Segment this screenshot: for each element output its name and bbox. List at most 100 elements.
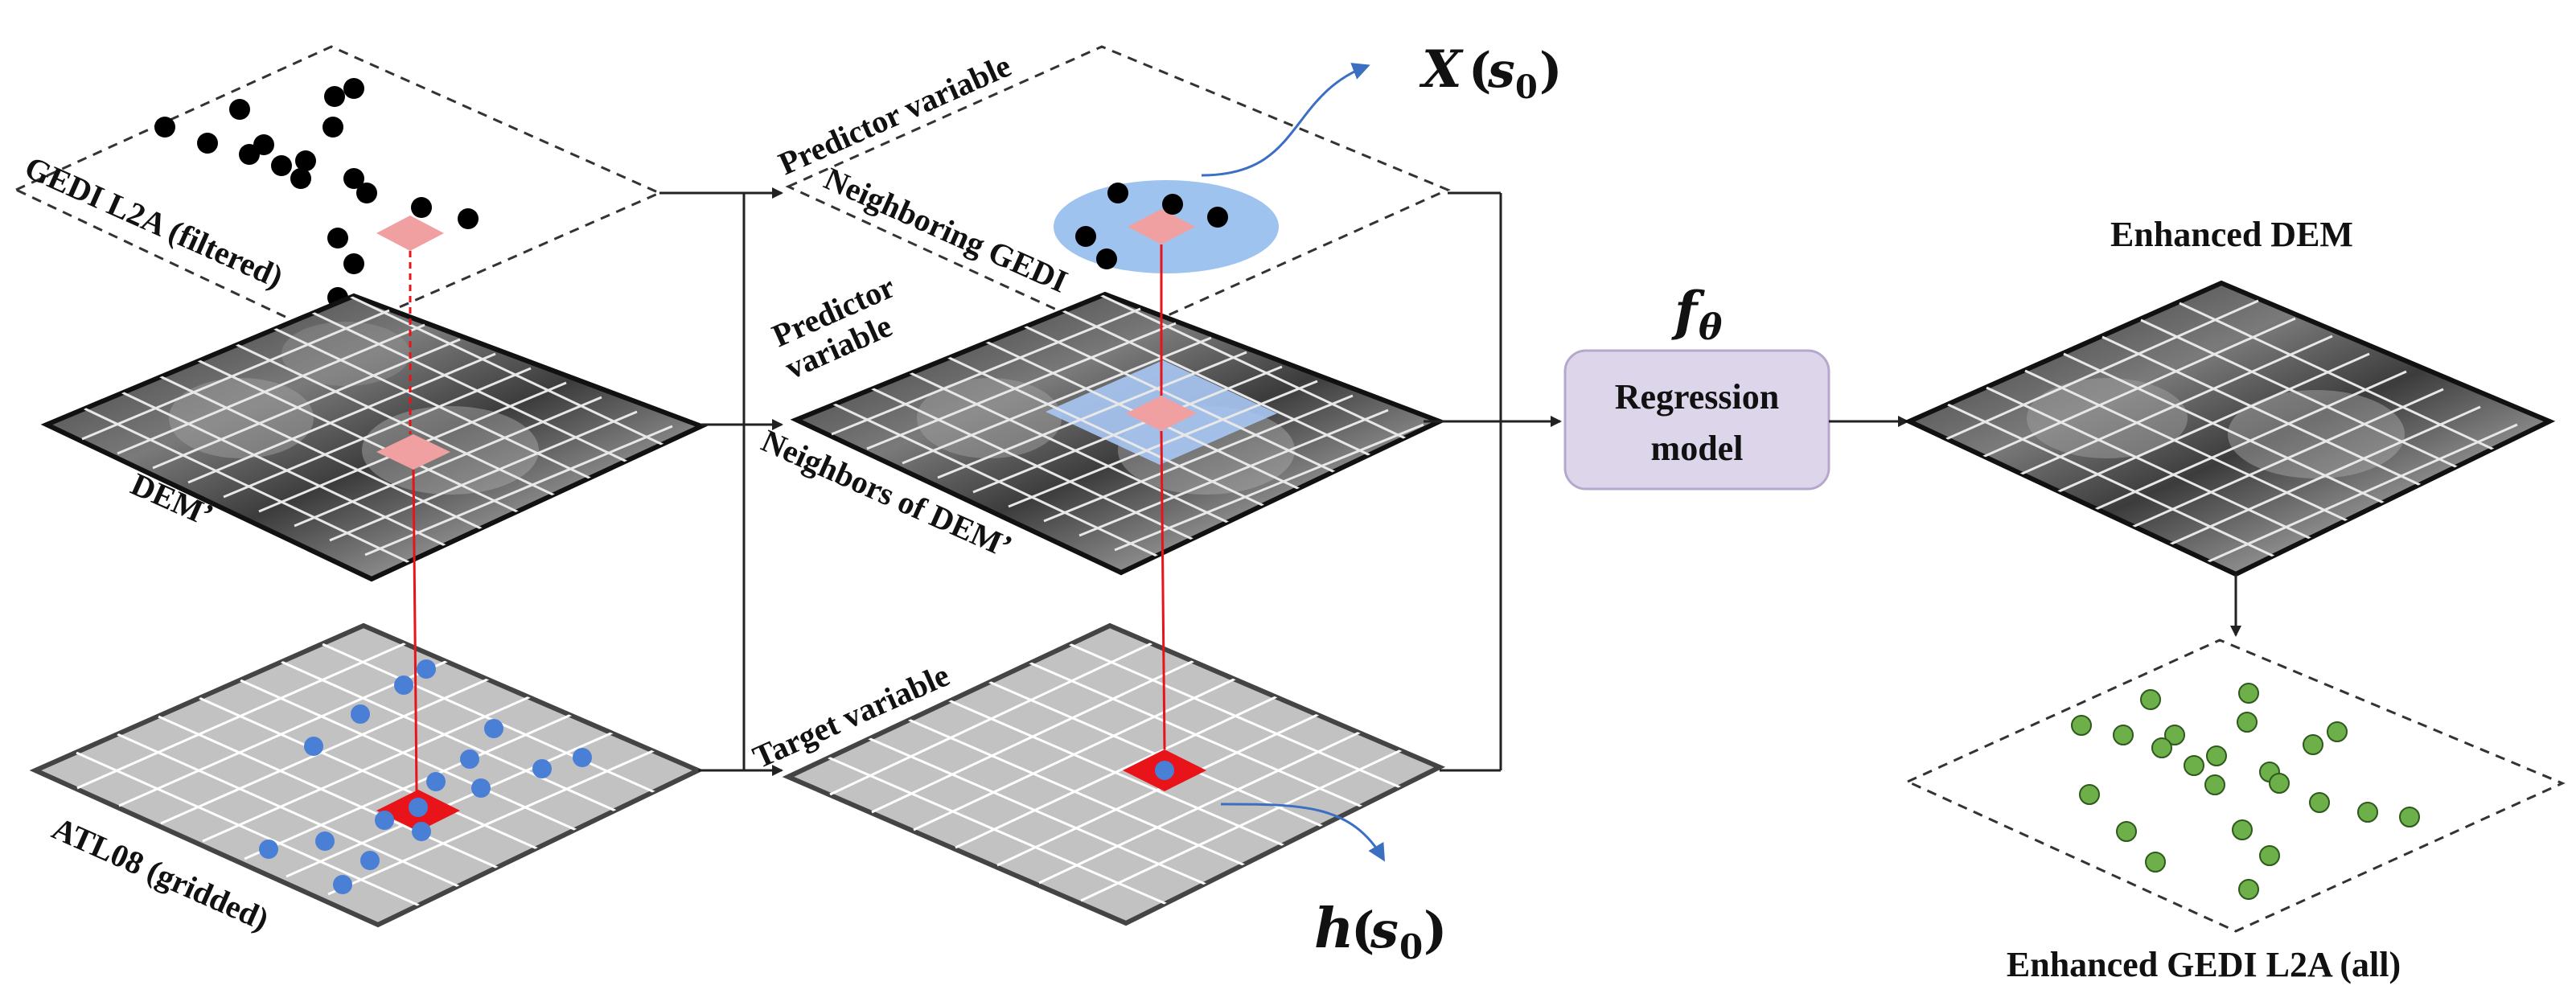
black-dot-icon <box>343 78 364 99</box>
green-dot-icon <box>2140 689 2161 710</box>
black-dot-icon <box>154 117 175 138</box>
enhanced-gedi-all-layer: Enhanced GEDI L2A (all) <box>1904 639 2566 984</box>
atl08-grid-lines <box>76 642 666 907</box>
black-dot-icon <box>253 134 274 155</box>
atl08-gridded-layer: ATL08 (gridded) <box>29 622 705 938</box>
col2-vertical-connectors <box>1160 244 1166 750</box>
blue-dot-icon <box>333 875 352 894</box>
green-dot-icon <box>2238 879 2259 900</box>
blue-dot-icon <box>471 778 491 798</box>
green-dot-icon <box>2151 737 2172 758</box>
gedi-filtered-layer: GEDI L2A (filtered) <box>13 45 663 339</box>
blue-dot-icon <box>409 798 428 817</box>
black-dot-icon <box>323 117 343 138</box>
enhanced-dem-layer: Enhanced DEM <box>1903 215 2556 577</box>
f-theta-sub: θ <box>1699 307 1723 348</box>
green-dot-icon <box>2327 721 2348 742</box>
x-s0-paren-close: ) <box>1539 43 1562 99</box>
neighboring-target-cell <box>1128 209 1195 244</box>
green-dot-icon <box>2259 845 2280 866</box>
black-dot-icon <box>411 197 432 218</box>
target-variable-layer: Target variable <box>747 622 1446 926</box>
black-dot-icon <box>197 133 218 154</box>
h-s0-sub: 0 <box>1399 927 1423 967</box>
green-dot-icon <box>2204 774 2225 795</box>
green-dot-icon <box>2357 802 2378 823</box>
blue-dot-icon <box>426 772 446 791</box>
black-dot-icon <box>1075 226 1096 247</box>
blue-dot-icon <box>259 840 278 859</box>
green-dot-icon <box>2399 807 2420 827</box>
dem-prime-layer: DEM’ <box>40 293 708 582</box>
black-dot-icon <box>290 168 311 189</box>
black-dot-icon <box>1107 183 1128 203</box>
h-s0-var: s <box>1370 901 1399 959</box>
enhanced-points <box>2071 683 2420 900</box>
black-dot-icon <box>458 208 479 229</box>
h-s0-label: h ( s 0 ) <box>1314 897 1447 967</box>
enhanced-gedi-all-label: Enhanced GEDI L2A (all) <box>2007 945 2401 984</box>
blue-dot-icon <box>360 851 380 870</box>
blue-dot-icon <box>375 811 394 830</box>
h-s0-paren-open: ( <box>1351 901 1374 959</box>
h-s0-paren-close: ) <box>1424 901 1447 959</box>
black-dot-icon <box>271 155 292 176</box>
regression-label-line1: Regression <box>1615 377 1780 417</box>
blue-dot-icon <box>417 659 436 679</box>
atl08-points <box>259 659 592 894</box>
col2-to-model-connectors <box>1424 191 1562 772</box>
green-dot-icon <box>2206 745 2227 766</box>
dem-grid-lines <box>81 296 676 565</box>
green-dot-icon <box>2184 755 2204 776</box>
x-s0-paren-open: ( <box>1469 43 1491 99</box>
green-dot-icon <box>2269 773 2290 794</box>
black-dot-icon <box>324 86 345 107</box>
black-dot-icon <box>356 183 377 203</box>
black-dot-icon <box>1207 207 1228 228</box>
black-dot-icon <box>327 228 348 248</box>
regression-label-line2: model <box>1651 429 1744 468</box>
green-dot-icon <box>2309 792 2330 813</box>
blue-dot-icon <box>1155 761 1174 780</box>
dem-target-cell <box>376 434 450 470</box>
dem2-target-cell <box>1126 396 1197 431</box>
enhanced-dem-grid-lines <box>1945 299 2518 565</box>
green-dot-icon <box>2113 725 2134 745</box>
green-dot-icon <box>2079 784 2100 805</box>
black-dot-icon <box>1162 194 1183 215</box>
blue-dot-icon <box>460 749 479 769</box>
black-dot-icon <box>343 253 364 274</box>
x-s0-sub: 0 <box>1515 68 1538 106</box>
x-s0-main: X <box>1419 39 1464 100</box>
green-dot-icon <box>2116 821 2137 842</box>
black-dot-icon <box>229 99 250 120</box>
x-s0-var: s <box>1487 43 1515 99</box>
green-dot-icon <box>2164 725 2185 745</box>
green-dot-icon <box>2071 715 2092 736</box>
green-dot-icon <box>2303 734 2323 755</box>
blue-dot-icon <box>315 831 335 851</box>
black-dot-icon <box>343 168 364 189</box>
blue-dot-icon <box>412 822 431 841</box>
gedi-target-cell <box>376 216 444 251</box>
green-dot-icon <box>2145 852 2166 873</box>
regression-model-box: f θ Regression model <box>1563 280 1830 491</box>
x-s0-label: X ( s 0 ) <box>1419 39 1562 106</box>
blue-dot-icon <box>532 759 552 778</box>
neighbors-of-dem-layer: Predictor variable Neighbors of DEM’ <box>756 268 1446 576</box>
blue-dot-icon <box>394 675 413 695</box>
black-dot-icon <box>1096 248 1117 269</box>
green-dot-icon <box>2238 683 2259 704</box>
x-s0-arrow <box>1201 63 1370 177</box>
enhanced-dem-label: Enhanced DEM <box>2110 215 2353 254</box>
h-s0-main: h <box>1314 897 1354 961</box>
blue-dot-icon <box>573 748 592 767</box>
black-dot-icon <box>295 150 316 171</box>
blue-dot-icon <box>304 737 323 756</box>
target-grid-lines <box>828 642 1408 905</box>
blue-dot-icon <box>351 704 370 724</box>
green-dot-icon <box>2237 712 2258 733</box>
h-s0-arrow <box>1220 803 1386 862</box>
col1-vertical-connectors <box>409 251 418 792</box>
